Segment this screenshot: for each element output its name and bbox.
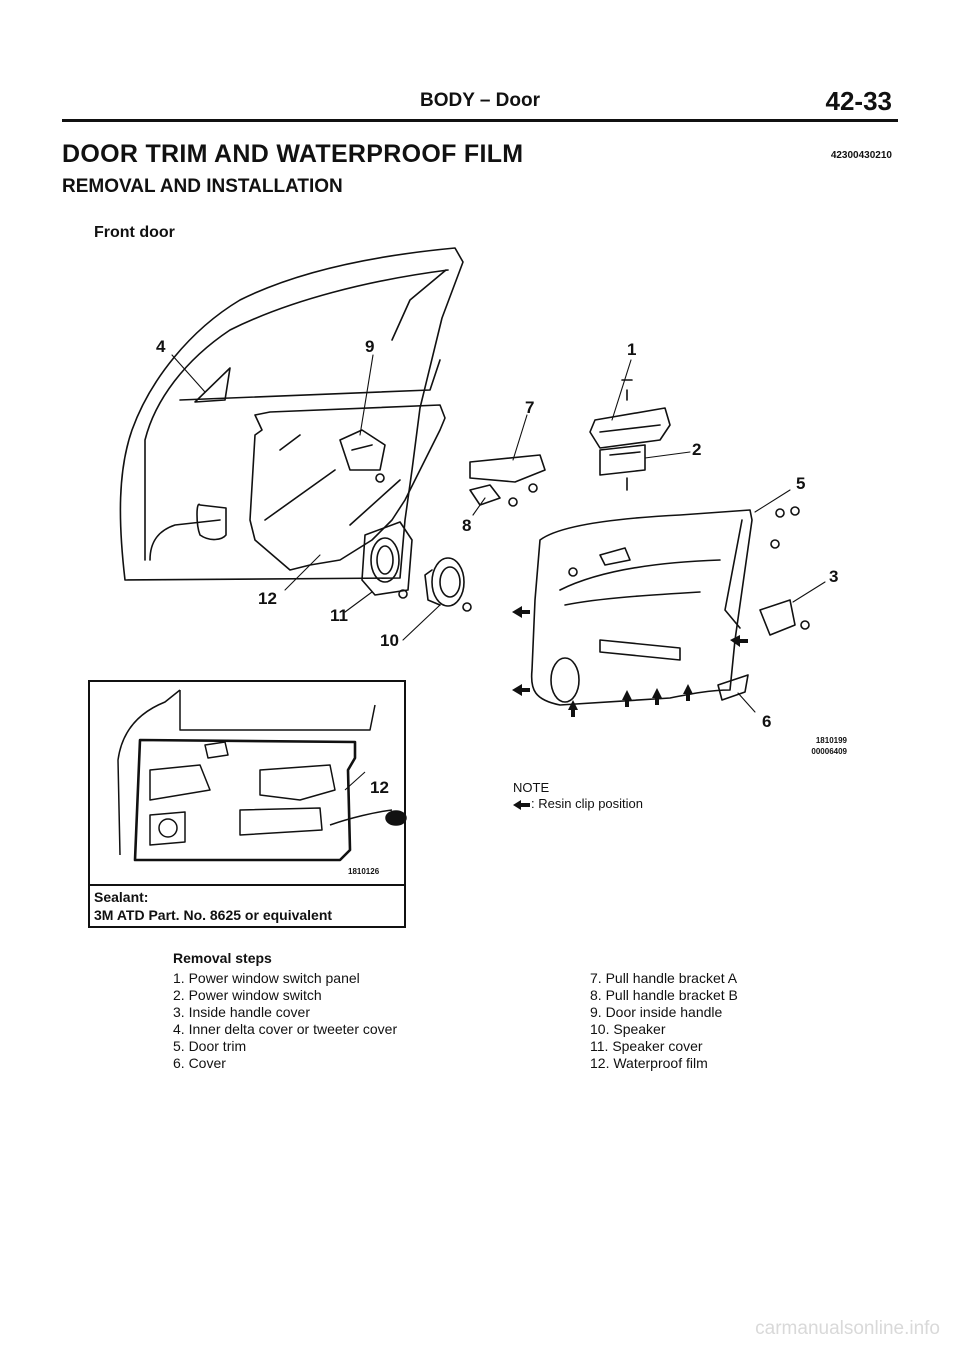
list-item: 10. Speaker — [590, 1021, 666, 1037]
header-rule — [62, 119, 898, 122]
page-title: DOOR TRIM AND WATERPROOF FILM — [62, 140, 524, 168]
list-item: 7. Pull handle bracket A — [590, 970, 738, 986]
callout-5: 5 — [796, 474, 806, 493]
callout-8: 8 — [462, 516, 472, 535]
note-label: NOTE — [513, 780, 550, 795]
list-item: 5. Door trim — [173, 1038, 247, 1054]
note-block: NOTE : Resin clip position — [513, 780, 643, 812]
callout-1: 1 — [627, 340, 637, 359]
callout-7: 7 — [525, 398, 535, 417]
list-item: 12. Waterproof film — [590, 1055, 708, 1071]
list-item: 4. Inner delta cover or tweeter cover — [173, 1021, 398, 1037]
speaker-cover — [361, 521, 413, 596]
figure-code-main: 1810199 00006409 — [811, 736, 847, 756]
callout-10: 10 — [380, 631, 399, 650]
watermark: carmanualsonline.info — [755, 1318, 940, 1339]
removal-steps-right: 7. Pull handle bracket A 8. Pull handle … — [590, 970, 738, 1072]
document-code: 42300430210 — [830, 150, 892, 161]
callout-3: 3 — [829, 567, 839, 586]
sealant-spec: Sealant: 3M ATD Part. No. 8625 or equiva… — [94, 888, 332, 924]
waterproof-film — [196, 404, 446, 571]
resin-clip-arrow-icon — [513, 799, 531, 810]
page-number: 42-33 — [825, 86, 893, 116]
callout-2: 2 — [692, 440, 702, 459]
pull-handle-bracket-b — [469, 484, 501, 506]
resin-clip-arrows — [512, 606, 748, 717]
inset-divider — [88, 884, 406, 886]
list-item: 3. Inside handle cover — [173, 1004, 310, 1020]
screws — [375, 473, 810, 630]
figure-code-inset: 1810126 — [348, 867, 380, 876]
inside-handle-cover — [759, 599, 796, 636]
list-item: 8. Pull handle bracket B — [590, 987, 738, 1003]
list-item: 2. Power window switch — [173, 987, 322, 1003]
door-trim — [530, 509, 753, 706]
speaker — [424, 557, 465, 607]
removal-steps-heading: Removal steps — [173, 950, 272, 966]
procedure-heading: REMOVAL AND INSTALLATION — [62, 176, 343, 197]
note-text: : Resin clip position — [531, 796, 643, 811]
view-label: Front door — [94, 224, 175, 241]
inset-waterproof-film-drawing — [117, 689, 407, 862]
pull-handle-bracket-a — [469, 454, 546, 483]
list-item: 1. Power window switch panel — [173, 970, 360, 986]
door-body-outline — [119, 247, 464, 581]
list-item: 9. Door inside handle — [590, 1004, 723, 1020]
inset-callout-12: 12 — [370, 778, 389, 797]
door-inside-handle — [339, 429, 386, 471]
section-title: BODY – Door — [419, 90, 540, 111]
trim-cover — [717, 674, 749, 701]
callout-4: 4 — [156, 337, 166, 356]
sealant-label: Sealant: — [94, 889, 149, 905]
sealant-inset-box — [88, 680, 406, 928]
callout-11: 11 — [330, 606, 348, 625]
callout-12: 12 — [258, 589, 277, 608]
list-item: 11. Speaker cover — [590, 1038, 703, 1054]
power-window-switch — [599, 444, 646, 476]
power-window-switch-panel — [589, 407, 671, 449]
sealant-part: 3M ATD Part. No. 8625 or equivalent — [94, 907, 333, 923]
callout-9: 9 — [365, 337, 375, 356]
callout-6: 6 — [762, 712, 772, 731]
removal-steps-left: 1. Power window switch panel 2. Power wi… — [173, 970, 397, 1072]
delta-cover — [194, 367, 231, 403]
list-item: 6. Cover — [173, 1055, 226, 1071]
leader-lines — [171, 354, 826, 713]
